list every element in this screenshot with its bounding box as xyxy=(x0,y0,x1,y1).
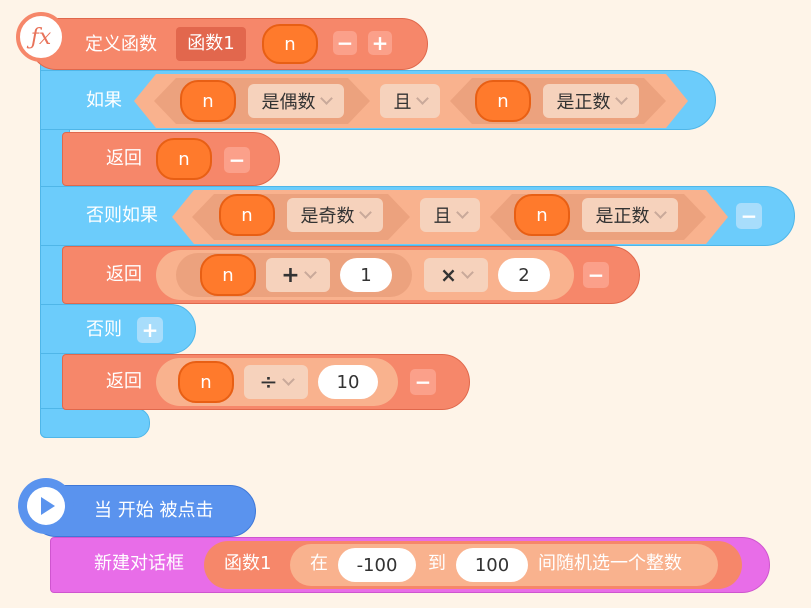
var-n[interactable]: n xyxy=(180,80,236,122)
chevron-down-icon xyxy=(319,92,333,105)
if-label: 如果 xyxy=(86,90,122,111)
var-n[interactable]: n xyxy=(475,80,531,122)
remove-input-button[interactable]: − xyxy=(224,147,250,173)
var-n[interactable]: n xyxy=(200,254,256,296)
predicate-dropdown[interactable]: 是奇数 xyxy=(287,198,383,232)
fx-icon: ƒx xyxy=(16,12,66,62)
remove-input-button[interactable]: − xyxy=(583,262,609,288)
chevron-down-icon xyxy=(653,206,667,219)
event-label: 当 开始 被点击 xyxy=(94,500,214,521)
else-label: 否则 xyxy=(86,319,122,340)
predicate-dropdown[interactable]: 是正数 xyxy=(543,84,639,118)
to-input[interactable]: 100 xyxy=(456,548,528,582)
operator-dropdown[interactable]: ÷ xyxy=(244,365,308,399)
var-n[interactable]: n xyxy=(156,138,212,180)
to-label: 到 xyxy=(428,553,446,574)
return-label: 返回 xyxy=(106,371,142,392)
return-label: 返回 xyxy=(106,264,142,285)
number-input[interactable]: 2 xyxy=(498,258,550,292)
in-label: 在 xyxy=(310,553,328,574)
number-input[interactable]: 10 xyxy=(318,365,378,399)
operator-dropdown[interactable]: + xyxy=(266,258,330,292)
remove-input-button[interactable]: − xyxy=(410,369,436,395)
add-branch-button[interactable]: + xyxy=(137,317,163,343)
if-container-bottom xyxy=(40,408,150,438)
chevron-down-icon xyxy=(358,206,372,219)
add-param-button[interactable]: + xyxy=(368,31,392,55)
remove-branch-button[interactable]: − xyxy=(736,203,762,229)
var-n[interactable]: n xyxy=(219,194,275,236)
chevron-down-icon xyxy=(455,206,469,219)
chevron-down-icon xyxy=(614,92,628,105)
chevron-down-icon xyxy=(415,92,429,105)
else-if-label: 否则如果 xyxy=(86,205,158,226)
from-input[interactable]: -100 xyxy=(338,548,416,582)
new-dialog-label: 新建对话框 xyxy=(94,553,184,574)
chevron-down-icon xyxy=(461,266,474,279)
var-n[interactable]: n xyxy=(178,361,234,403)
function-name: 函数1 xyxy=(187,33,235,54)
predicate-dropdown[interactable]: 是偶数 xyxy=(248,84,344,118)
chevron-down-icon xyxy=(281,373,295,386)
logic-op-dropdown[interactable]: 且 xyxy=(380,84,440,118)
play-icon xyxy=(18,478,74,534)
function-call-name: 函数1 xyxy=(224,553,272,574)
function-name-field[interactable]: 函数1 xyxy=(176,27,246,61)
remove-param-button[interactable]: − xyxy=(333,31,357,55)
return-label: 返回 xyxy=(106,148,142,169)
var-n[interactable]: n xyxy=(514,194,570,236)
operator-dropdown[interactable]: × xyxy=(424,258,488,292)
else-block[interactable] xyxy=(40,304,196,354)
logic-op-dropdown[interactable]: 且 xyxy=(420,198,480,232)
param-n[interactable]: n xyxy=(262,24,318,64)
predicate-dropdown[interactable]: 是正数 xyxy=(582,198,678,232)
random-suffix-label: 间随机选一个整数 xyxy=(538,553,682,574)
define-function-label: 定义函数 xyxy=(85,34,157,55)
chevron-down-icon xyxy=(303,266,317,279)
number-input[interactable]: 1 xyxy=(340,258,392,292)
